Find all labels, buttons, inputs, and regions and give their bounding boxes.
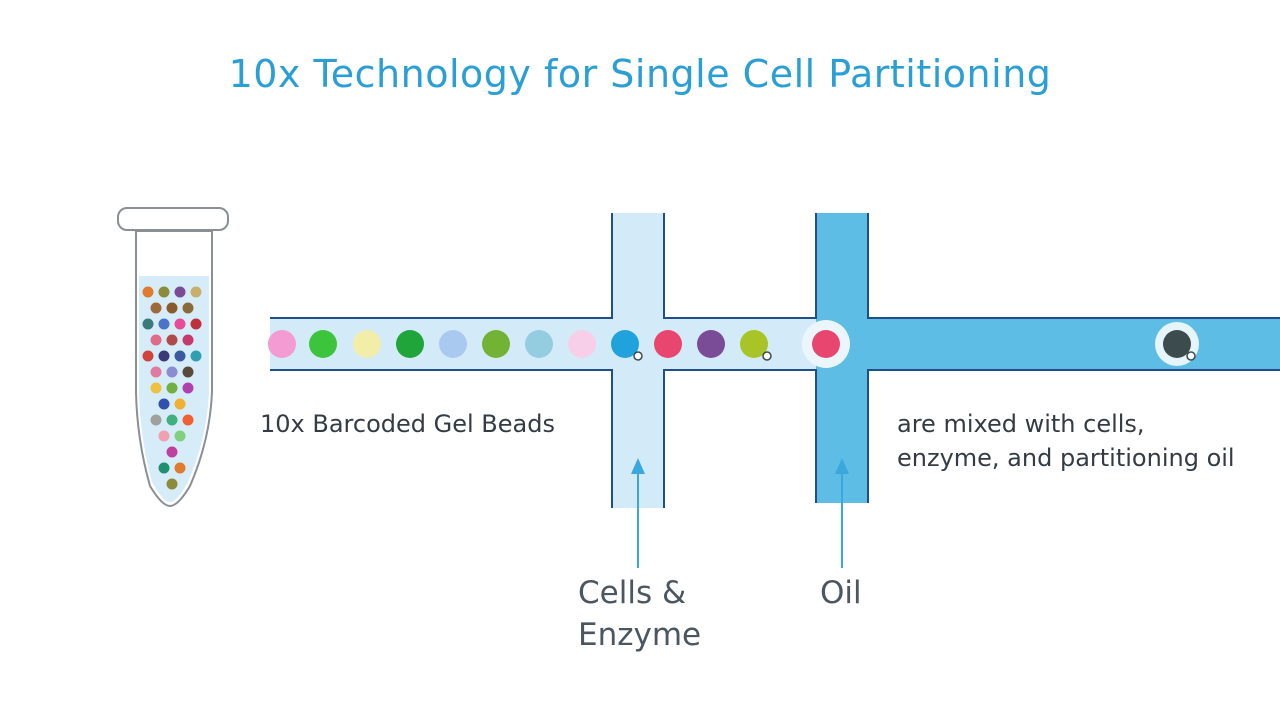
tube-bead	[166, 302, 178, 314]
mixed-description: are mixed with cells, enzyme, and partit…	[897, 407, 1235, 475]
tube-bead	[166, 366, 178, 378]
mixed-line-1: are mixed with cells,	[897, 410, 1145, 438]
oil-label: Oil	[820, 575, 862, 611]
tube-bead	[150, 302, 162, 314]
tube-bead	[174, 318, 186, 330]
tube-bead	[150, 366, 162, 378]
tube-bead	[182, 382, 194, 394]
tube-bead	[166, 478, 178, 490]
tube-bead	[166, 382, 178, 394]
gel-beads-label: 10x Barcoded Gel Beads	[260, 410, 555, 438]
channel-walls	[270, 213, 1280, 508]
channel-bead	[525, 330, 553, 358]
oil-arrow	[835, 458, 849, 568]
channel-bead	[697, 330, 725, 358]
tube-bead	[182, 334, 194, 346]
channel-oil-section	[868, 318, 1280, 370]
channel-beads	[268, 330, 1196, 361]
channel-bead	[268, 330, 296, 358]
tube-bead	[166, 334, 178, 346]
tube-bead	[174, 286, 186, 298]
tube-bead	[150, 334, 162, 346]
mixed-line-2: enzyme, and partitioning oil	[897, 444, 1235, 472]
diagram-title: 10x Technology for Single Cell Partition…	[228, 52, 1052, 96]
channel-bead	[812, 330, 840, 358]
cell-marker	[633, 351, 643, 361]
tube-bead	[150, 382, 162, 394]
tube-bead	[174, 350, 186, 362]
tube-bead	[150, 414, 162, 426]
tube-bead	[174, 398, 186, 410]
channel-bead	[568, 330, 596, 358]
tube-bead	[190, 286, 202, 298]
cell-marker	[1186, 351, 1196, 361]
channel-bead	[482, 330, 510, 358]
tube-bead	[166, 414, 178, 426]
tube-bead	[174, 430, 186, 442]
tube-bead	[190, 318, 202, 330]
tube-bead	[158, 286, 170, 298]
tube-bead	[182, 366, 194, 378]
tube-bead	[158, 350, 170, 362]
cell-marker	[762, 351, 772, 361]
tube-bead	[158, 430, 170, 442]
tube-bead	[142, 286, 154, 298]
tube-bead	[142, 350, 154, 362]
tube-bead	[166, 446, 178, 458]
channel-bead	[654, 330, 682, 358]
channel-bead	[353, 330, 381, 358]
tube-beads	[142, 286, 202, 490]
channel-bead	[740, 330, 768, 358]
cells-line-1: Cells &	[578, 575, 687, 611]
tube-cap	[117, 207, 229, 231]
tube-bead	[182, 302, 194, 314]
cells-enzyme-label: Cells & Enzyme	[578, 572, 701, 656]
tube-bead	[190, 350, 202, 362]
cells-line-2: Enzyme	[578, 617, 702, 653]
tube-bead	[158, 318, 170, 330]
tube-bead	[158, 398, 170, 410]
channel-bead	[439, 330, 467, 358]
channel-bead	[1163, 330, 1191, 358]
tube-bead	[174, 462, 186, 474]
channel-bead	[611, 330, 639, 358]
channel-bead	[309, 330, 337, 358]
tube-bead	[158, 462, 170, 474]
channel-bead	[396, 330, 424, 358]
tube-bead	[142, 318, 154, 330]
cells-arrow	[631, 458, 645, 568]
test-tube	[117, 207, 229, 508]
tube-bead	[182, 414, 194, 426]
